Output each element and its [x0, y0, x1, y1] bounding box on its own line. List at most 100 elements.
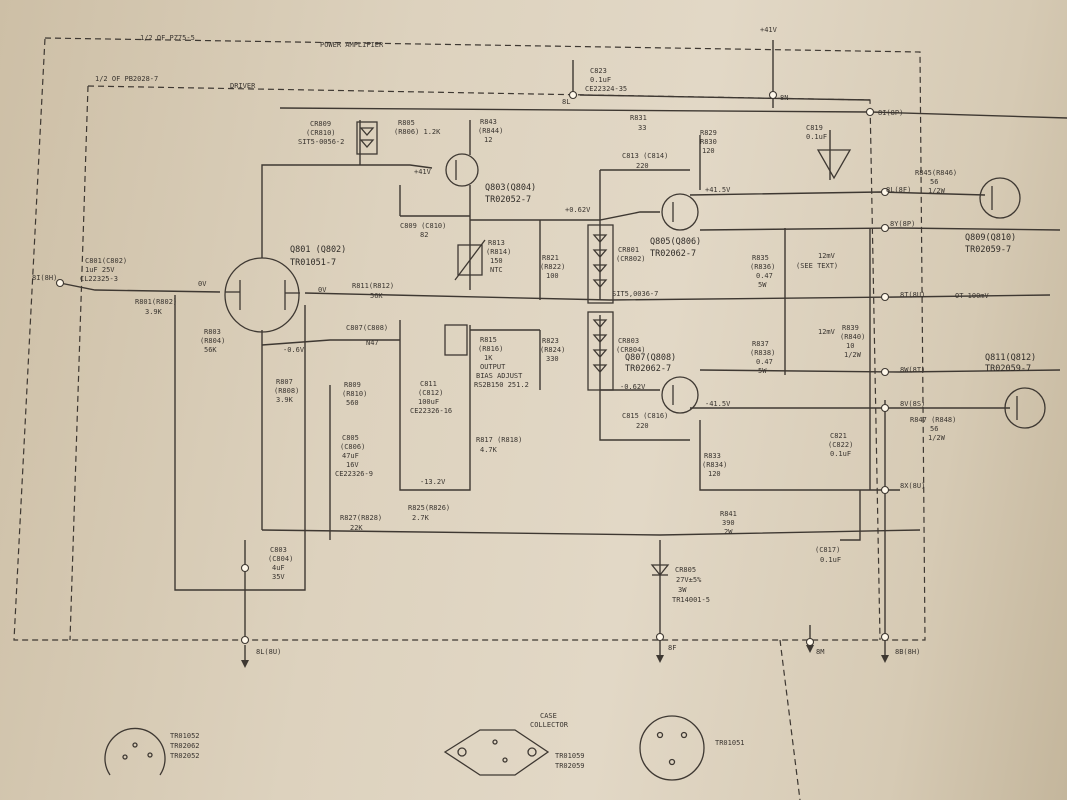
diode-string-part: SIT5,0036-7	[612, 290, 658, 298]
c805-sub: (C806)	[340, 443, 365, 451]
q801-part: TR01051-7	[290, 258, 336, 268]
voltage-0v-output: 0V	[318, 286, 327, 294]
terminal-bo: 8L	[562, 98, 570, 106]
bias-pot-r815	[444, 324, 468, 356]
voltage-neg-06: -0.6V	[283, 346, 305, 354]
r845-value: 56	[930, 178, 938, 186]
c811-part: CE22326-16	[410, 407, 452, 415]
r813-value: 150	[490, 257, 503, 265]
cr809-part: SIT5-0056-2	[298, 138, 344, 146]
r803-ref: R803	[204, 328, 221, 336]
legend-case: CASE	[540, 712, 557, 720]
see-text-label: (SEE TEXT)	[796, 262, 838, 270]
r837-ref: R837	[752, 340, 769, 348]
c805-part: CE22326-9	[335, 470, 373, 478]
c807-value: N47	[366, 339, 379, 347]
wiring	[59, 40, 1067, 660]
r809-value: 560	[346, 399, 359, 407]
r827-ref: R827(R828)	[340, 514, 382, 522]
r841-watt: 2W	[724, 528, 733, 536]
q809-label: Q809(Q810)	[965, 233, 1016, 243]
c819-value: 0.1uF	[806, 133, 827, 141]
terminal-b7: 8L(8F)	[886, 186, 911, 194]
r823-ref: R823	[542, 337, 559, 345]
component-labels: C801(C802) 1uF 25V CL22325-3 R801(R802) …	[80, 67, 957, 604]
transistor-q809-symbol	[979, 177, 1021, 219]
r815-ref: R815	[480, 336, 497, 344]
header-half-of-pb: 1/2 OF PB2028-7	[95, 75, 158, 83]
r829-sub: R830	[700, 138, 717, 146]
c801-ref: C801(C802)	[85, 257, 127, 265]
voltage-neg-132: -13.2V	[420, 478, 446, 486]
r809-sub: (R810)	[342, 390, 367, 398]
r847-watt: 1/2W	[928, 434, 946, 442]
header-driver: DRIVER	[230, 82, 256, 90]
r847-ref: R847 (R848)	[910, 416, 956, 424]
r813-ref: R813	[488, 239, 505, 247]
r839-watt: 1/2W	[844, 351, 862, 359]
r835-ref: R835	[752, 254, 769, 262]
r823-value: 330	[546, 355, 559, 363]
q809-part: TR02059-7	[965, 245, 1011, 255]
see-text-mv2: 12mV	[818, 328, 836, 336]
legend-group1-a: TR01052	[170, 732, 200, 740]
c817-ref: (C817)	[815, 546, 840, 554]
terminal-b3: 8T(8U)	[900, 291, 925, 299]
r845-ref: R845(R846)	[915, 169, 957, 177]
q805-part: TR02062-7	[650, 249, 696, 259]
terminal-bl: 8L(8U)	[256, 648, 281, 656]
c801-value: 1uF 25V	[85, 266, 115, 274]
c803-sub: (C804)	[268, 555, 293, 563]
terminal-bw: 8W(8T)	[900, 366, 925, 374]
r815-note2: BIAS ADJUST	[476, 372, 523, 380]
r815-value: 1K	[484, 354, 493, 362]
r823-sub: (R824)	[540, 346, 565, 354]
r815-note1: OUTPUT	[480, 363, 506, 371]
r845-watt: 1/2W	[928, 187, 946, 195]
see-text-mv: 12mV	[818, 252, 836, 260]
c813-ref: C813 (C814)	[622, 152, 668, 160]
r815-sub: (R816)	[478, 345, 503, 353]
r803-value: 56K	[204, 346, 217, 354]
r801-value: 3.9K	[145, 308, 163, 316]
ntc-r813	[454, 239, 486, 281]
zener-cr805	[650, 564, 670, 577]
header-power-amplifier: POWER AMPLIFIER	[320, 41, 384, 49]
legend-group3: TR01051	[715, 739, 745, 747]
terminal-b8: 8Y(8P)	[890, 220, 915, 228]
q811-part: TR02059-7	[985, 364, 1031, 374]
voltage-pos-062: +0.62V	[565, 206, 591, 214]
cr805-voltage: 27V±5%	[676, 576, 702, 584]
q801-label: Q801 (Q802)	[290, 245, 346, 255]
terminal-bm: 8M	[816, 648, 824, 656]
c823-ref: C823	[590, 67, 607, 75]
r807-value: 3.9K	[276, 396, 294, 404]
transistor-q803-symbol	[445, 153, 479, 187]
r801-ref: R801(R802)	[135, 298, 177, 306]
diode-stack-upper	[587, 224, 614, 304]
r829-value: 120	[702, 147, 715, 155]
c811-sub: (C812)	[418, 389, 443, 397]
r829-ref: R829	[700, 129, 717, 137]
diode-stack-lower	[587, 311, 614, 391]
r821-ref: R821	[542, 254, 559, 262]
r807-sub: (R808)	[274, 387, 299, 395]
r843-sub: (R844)	[478, 127, 503, 135]
r825-value: 2.7K	[412, 514, 430, 522]
to5-outline	[639, 715, 705, 781]
c817-value: 0.1uF	[820, 556, 841, 564]
legend-group2-a: TR01059	[555, 752, 585, 760]
r817-ref: R817 (R818)	[476, 436, 522, 444]
transistor-q807-symbol	[661, 376, 699, 414]
terminal-in: 8I(8H)	[32, 274, 57, 282]
r817-value: 4.7K	[480, 446, 498, 454]
terminal-labels: 8I(8H) 8L(8U) 8F 8M 8B(8H) 8I(8P) 8L(8F)…	[32, 94, 925, 656]
diode-cr809	[356, 121, 378, 155]
c811-value: 100uF	[418, 398, 439, 406]
q807-part: TR02062-7	[625, 364, 671, 374]
terminal-bv: 8V(8S)	[900, 400, 925, 408]
ground-symbols	[241, 645, 889, 668]
cr809-ref: CR809	[310, 120, 331, 128]
cr803-sub: (CR804)	[616, 346, 646, 354]
c821-sub: (C822)	[828, 441, 853, 449]
